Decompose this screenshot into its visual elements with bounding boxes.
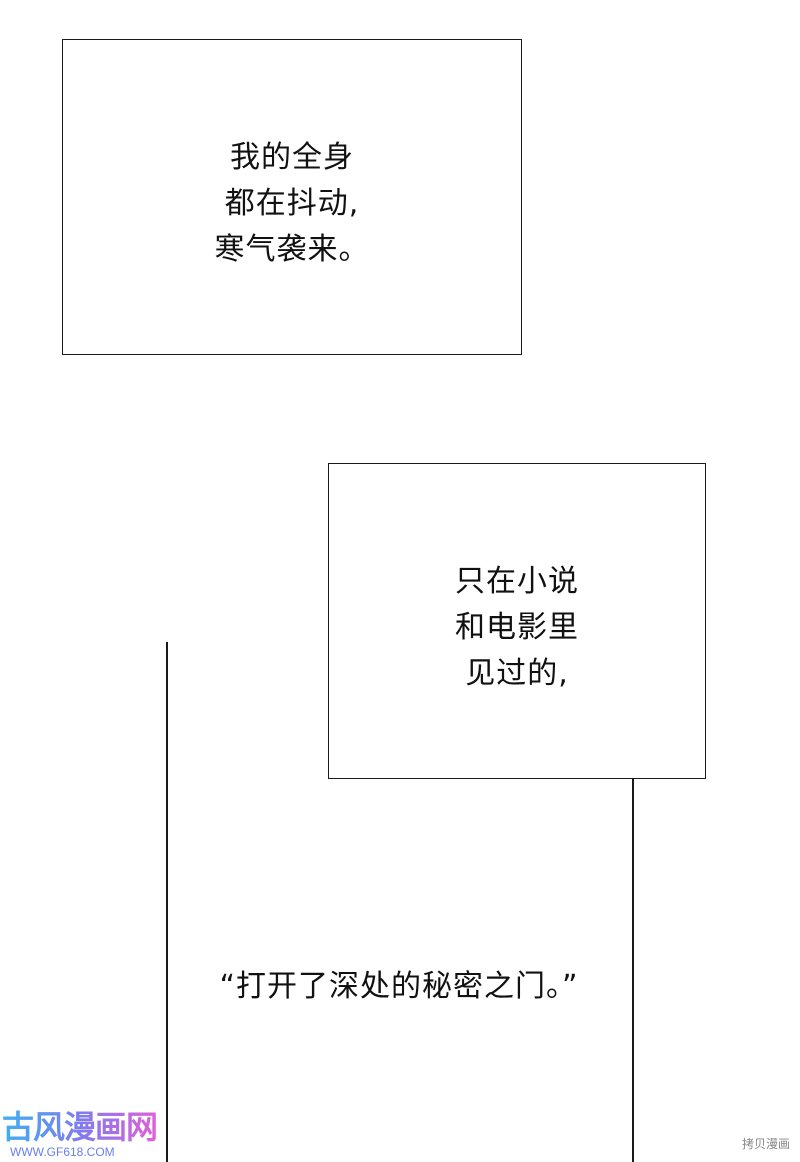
dialogue-text: “打开了深处的秘密之门。”	[219, 969, 579, 1004]
caption-line: 见过的,	[465, 656, 569, 691]
corner-watermark: 拷贝漫画	[741, 1137, 790, 1151]
caption-line: 和电影里	[455, 610, 579, 645]
site-logo: 古风漫画网	[2, 1108, 158, 1146]
caption-line: 我的全身	[230, 140, 354, 175]
caption-line: 寒气袭来。	[214, 232, 370, 267]
panel-border-right	[632, 779, 634, 1162]
caption-box-2: 只在小说 和电影里 见过的,	[328, 463, 706, 779]
caption-line: 都在抖动,	[224, 186, 360, 221]
panel-border-left	[166, 642, 168, 1162]
caption-line: 只在小说	[455, 564, 579, 599]
caption-text-1: 我的全身 都在抖动, 寒气袭来。	[63, 135, 521, 273]
site-url: WWW.GF618.COM	[10, 1145, 115, 1159]
caption-text-2: 只在小说 和电影里 见过的,	[329, 559, 705, 697]
caption-box-1: 我的全身 都在抖动, 寒气袭来。	[62, 39, 522, 355]
